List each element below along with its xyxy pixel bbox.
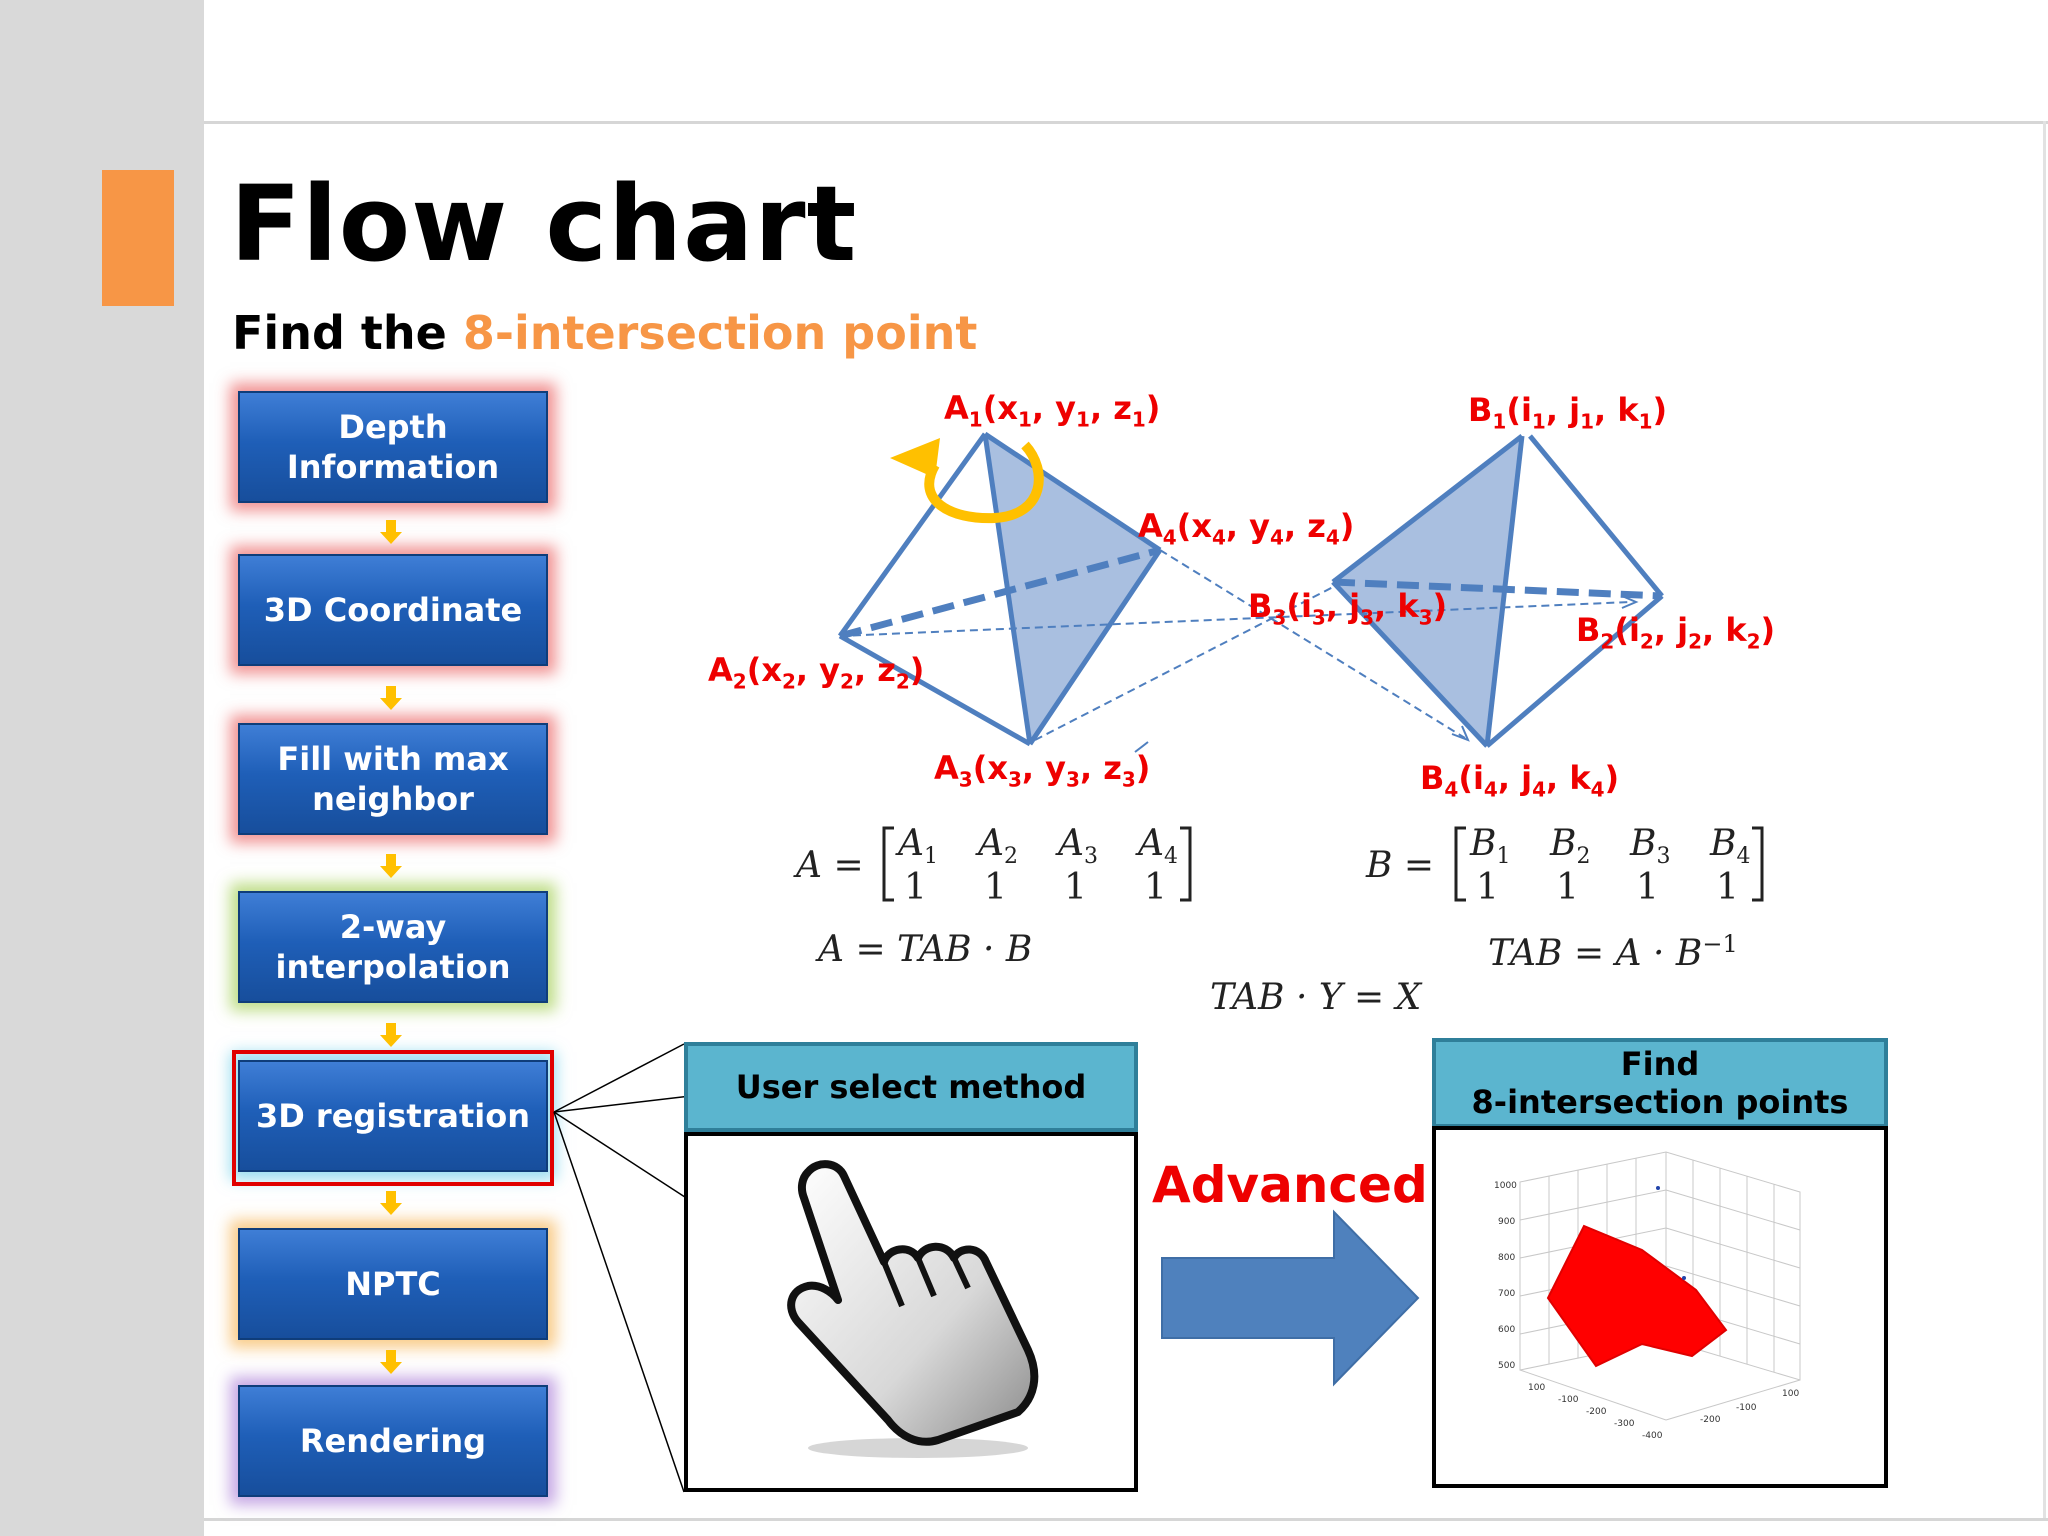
z-tick-4: 600 xyxy=(1498,1325,1515,1335)
matrix-b-one-1: 1 xyxy=(1476,867,1499,908)
matrix-a-name: A = xyxy=(796,845,864,886)
step-3d-registration: 3D registration xyxy=(238,1060,548,1172)
equation-tab-y-x: TAB · Y = X xyxy=(1210,977,1422,1018)
x-tick-3: -300 xyxy=(1614,1419,1635,1429)
z-tick-1: 900 xyxy=(1498,1217,1515,1227)
matrix-b-one-2: 1 xyxy=(1556,867,1579,908)
flow-arrow-1 xyxy=(380,520,402,544)
step-fill-max-neighbor: Fill with max neighbor xyxy=(238,723,548,835)
matrix-b-name: B = xyxy=(1366,845,1435,886)
y-tick-2: 100 xyxy=(1782,1389,1799,1399)
user-select-panel xyxy=(684,1132,1138,1492)
matrix-a-entry-2: A2 xyxy=(978,823,1018,870)
label-b1: B1(i1, j1, k1) xyxy=(1468,391,1668,434)
label-a1: A1(x1, y1, z1) xyxy=(944,389,1161,432)
matrix-a-brackets xyxy=(882,826,1192,902)
slide-title: Flow chart xyxy=(230,163,858,285)
z-tick-5: 500 xyxy=(1498,1361,1515,1371)
right-border-line xyxy=(2043,121,2046,1521)
find-points-header: Find 8-intersection points xyxy=(1432,1038,1888,1128)
label-b4: B4(i4, j4, k4) xyxy=(1420,759,1620,802)
step-nptc: NPTC xyxy=(238,1228,548,1340)
matrix-a-entry-3: A3 xyxy=(1058,823,1098,870)
x-tick-1: -100 xyxy=(1558,1395,1579,1405)
matrix-a-one-3: 1 xyxy=(1064,867,1087,908)
matrix-a-entry-1: A1 xyxy=(898,823,938,870)
x-tick-0: 100 xyxy=(1528,1383,1545,1393)
matrix-a-one-1: 1 xyxy=(904,867,927,908)
label-a2: A2(x2, y2, z2) xyxy=(708,651,925,694)
flow-arrow-3 xyxy=(380,854,402,878)
label-a4: A4(x4, y4, z4) xyxy=(1138,507,1355,550)
red-surface xyxy=(1546,1224,1728,1368)
x-tick-2: -200 xyxy=(1586,1407,1607,1417)
matrix-b-one-4: 1 xyxy=(1716,867,1739,908)
label-b3: B3(i3, j3, k3) xyxy=(1248,587,1448,630)
advanced-arrow-icon xyxy=(1161,1209,1420,1387)
advanced-label: Advanced xyxy=(1152,1156,1428,1214)
find-points-panel: 1000 900 800 700 600 500 100 -100 -200 -… xyxy=(1432,1126,1888,1488)
equation-tab: TAB = A · B−1 xyxy=(1488,930,1738,974)
matrix-a-one-2: 1 xyxy=(984,867,1007,908)
user-select-header: User select method xyxy=(684,1042,1138,1132)
slide-subtitle: Find the 8-intersection point xyxy=(232,310,977,356)
flow-arrow-6 xyxy=(380,1350,402,1374)
tetra-b-shaded-face xyxy=(1333,436,1522,746)
correspondence-lines xyxy=(839,549,1631,741)
flow-arrow-2 xyxy=(380,686,402,710)
y-tick-0: -200 xyxy=(1700,1415,1721,1425)
subtitle-prefix: Find the xyxy=(232,306,463,360)
matrix-b-brackets xyxy=(1454,826,1764,902)
matrix-b-entry-2: B2 xyxy=(1550,823,1591,870)
step-2way-interpolation: 2-way interpolation xyxy=(238,891,548,1003)
step-3d-coordinate: 3D Coordinate xyxy=(238,554,548,666)
matrix-a-one-4: 1 xyxy=(1144,867,1167,908)
z-tick-0: 1000 xyxy=(1494,1181,1517,1191)
equation-a-tab-b: A = TAB · B xyxy=(818,929,1033,970)
matrix-b-entry-4: B4 xyxy=(1710,823,1751,870)
3d-scatter-plot: 1000 900 800 700 600 500 100 -100 -200 -… xyxy=(1494,1151,1801,1441)
step-depth-information: Depth Information xyxy=(238,391,548,503)
label-a3: A3(x3, y3, z3) xyxy=(934,749,1151,792)
matrix-b-entry-3: B3 xyxy=(1630,823,1671,870)
step-rendering: Rendering xyxy=(238,1385,548,1497)
hand-cursor-icon xyxy=(787,1160,1039,1458)
x-tick-4: -400 xyxy=(1642,1431,1663,1441)
z-tick-3: 700 xyxy=(1498,1289,1515,1299)
z-tick-2: 800 xyxy=(1498,1253,1515,1263)
matrix-b-one-3: 1 xyxy=(1636,867,1659,908)
matrix-a-entry-4: A4 xyxy=(1138,823,1178,870)
y-tick-1: -100 xyxy=(1736,1403,1757,1413)
footer-divider xyxy=(204,1518,2048,1521)
flow-arrow-5 xyxy=(380,1191,402,1215)
matrix-b-entry-1: B1 xyxy=(1470,823,1511,870)
tetra-a-edges xyxy=(837,431,1163,747)
header-divider xyxy=(204,121,2048,124)
selected-step-highlight xyxy=(232,1050,554,1186)
flow-arrow-4 xyxy=(380,1023,402,1047)
subtitle-highlight: 8-intersection point xyxy=(462,306,978,360)
label-b2: B2(i2, j2, k2) xyxy=(1576,611,1776,654)
rotation-arrow-icon xyxy=(924,441,1044,524)
tetra-b-edges xyxy=(1331,434,1664,748)
title-accent-block xyxy=(102,170,174,306)
